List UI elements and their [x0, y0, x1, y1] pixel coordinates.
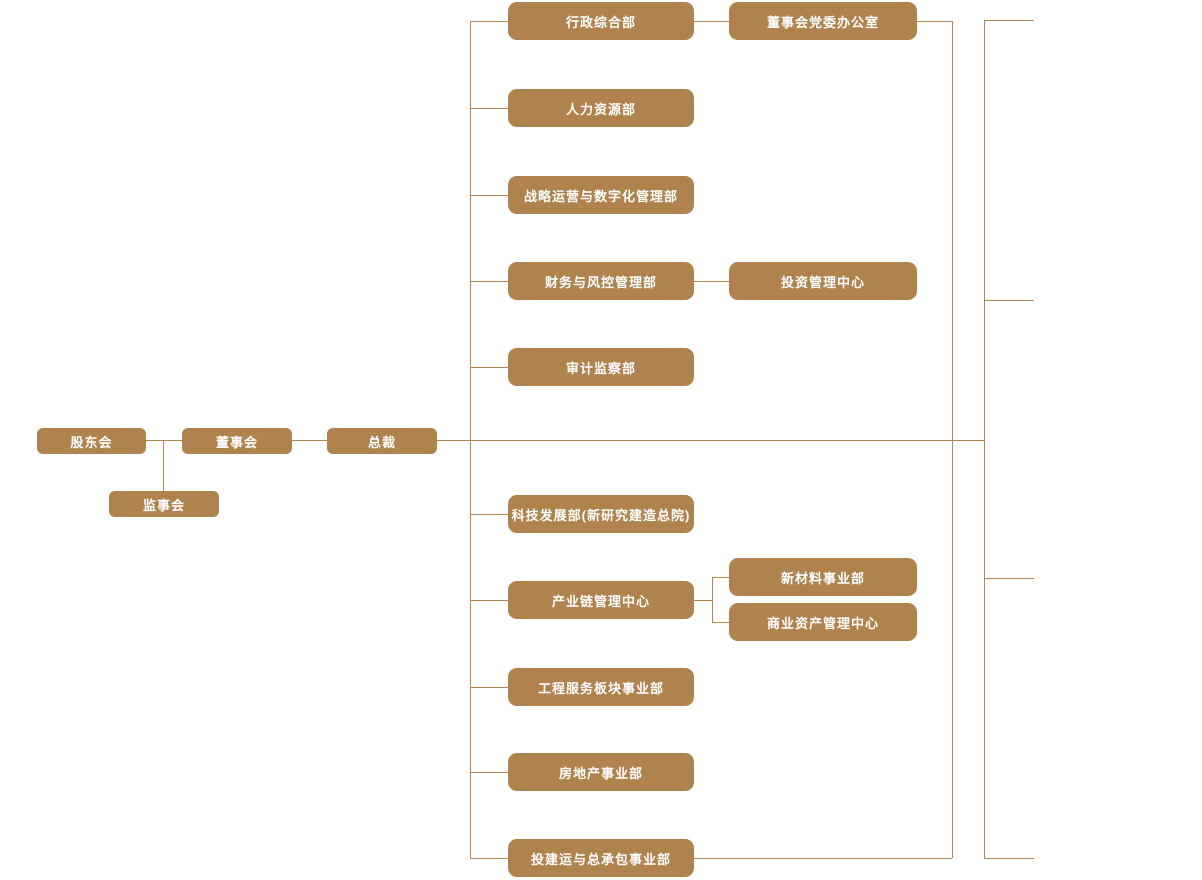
- org-node-real-estate: 房地产事业部: [508, 753, 694, 791]
- connector-stub-engineering: [470, 687, 508, 688]
- org-node-supervisory: 监事会: [109, 491, 219, 517]
- org-node-shareholders: 股东会: [37, 428, 146, 454]
- org-node-invest-build-epc: 投建运与总承包事业部: [508, 839, 694, 877]
- connector-rail-outer: [984, 20, 985, 858]
- connector-to-new-materials: [712, 577, 729, 578]
- connector-party-office-rail: [917, 21, 952, 22]
- connector-stub-admin: [470, 21, 508, 22]
- connector-industry-chain-vertical: [712, 577, 713, 622]
- connector-stub-hr: [470, 108, 508, 109]
- org-node-strategy-digital: 战略运营与数字化管理部: [508, 176, 694, 214]
- connector-rail-stub-2: [984, 300, 1034, 301]
- connector-stub-real-estate: [470, 772, 508, 773]
- connector-board-president: [292, 440, 327, 441]
- org-node-engineering-service: 工程服务板块事业部: [508, 668, 694, 706]
- org-node-new-materials: 新材料事业部: [729, 558, 917, 596]
- connector-stub-strategy: [470, 195, 508, 196]
- connector-stub-epc: [470, 858, 508, 859]
- connector-shareholders-board: [146, 440, 182, 441]
- connector-to-commercial-asset: [712, 622, 729, 623]
- org-node-finance-risk: 财务与风控管理部: [508, 262, 694, 300]
- org-node-industry-chain: 产业链管理中心: [508, 581, 694, 619]
- connector-stub-audit: [470, 367, 508, 368]
- connector-stub-industry-chain: [470, 600, 508, 601]
- connector-admin-party-office: [694, 21, 729, 22]
- org-node-board: 董事会: [182, 428, 292, 454]
- connector-stub-finance: [470, 281, 508, 282]
- org-node-hr: 人力资源部: [508, 89, 694, 127]
- org-node-tech-dev: 科技发展部(新研究建造总院): [508, 495, 694, 533]
- connector-president-main: [437, 440, 984, 441]
- connector-trunk: [470, 21, 471, 858]
- org-node-board-party-office: 董事会党委办公室: [729, 2, 917, 40]
- connector-rail-stub-3: [984, 578, 1034, 579]
- org-node-investment-center: 投资管理中心: [729, 262, 917, 300]
- connector-finance-investment: [694, 281, 729, 282]
- connector-epc-rail: [694, 858, 952, 859]
- connector-stub-tech: [470, 514, 508, 515]
- org-node-admin-general: 行政综合部: [508, 2, 694, 40]
- connector-industry-chain-elbow: [694, 600, 712, 601]
- connector-rail-stub-1: [984, 20, 1034, 21]
- connector-drop-supervisory: [163, 440, 164, 491]
- connector-rail-inner: [952, 21, 953, 858]
- connector-rail-stub-4: [984, 858, 1034, 859]
- org-node-audit: 审计监察部: [508, 348, 694, 386]
- org-node-commercial-asset: 商业资产管理中心: [729, 603, 917, 641]
- org-node-president: 总裁: [327, 428, 437, 454]
